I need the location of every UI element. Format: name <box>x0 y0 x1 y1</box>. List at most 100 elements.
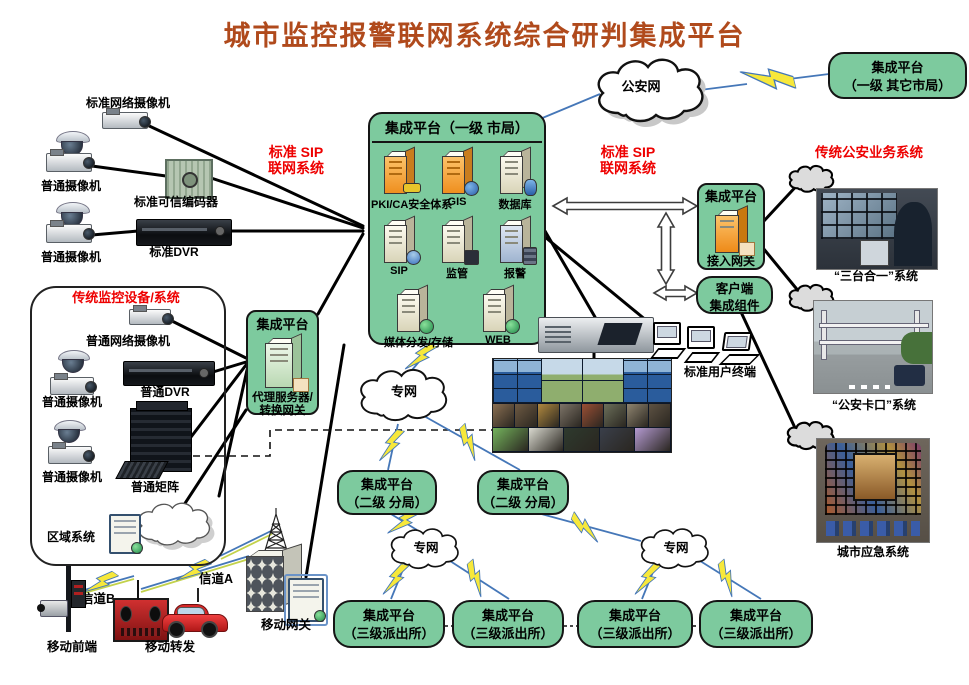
video-wall-top-band <box>493 359 671 403</box>
legacy-police-title: 传统公安业务系统 <box>815 145 923 160</box>
legacy-dome-icon-1 <box>58 350 90 373</box>
proxy-platform-title: 集成平台 <box>256 317 309 332</box>
police-net-label: 公安网 <box>621 79 661 94</box>
mobile-car-icon <box>162 588 228 638</box>
db-emblem-icon <box>524 179 537 196</box>
video-wall-bottom-band <box>493 427 671 451</box>
radio-tower-icon <box>263 508 289 555</box>
mobile-gateway-label: 移动网关 <box>260 618 311 632</box>
client-line1: 客户端 <box>715 282 754 296</box>
legacy-camera1-label: 普通摄像机 <box>41 395 102 409</box>
legacy-camera2-label: 普通摄像机 <box>41 470 102 484</box>
legacy-dvr-icon <box>123 361 215 386</box>
alarm-server-icon <box>498 215 537 265</box>
supervision-server-icon <box>440 215 479 265</box>
std-net-camera-label: 标准网络摄像机 <box>85 96 170 110</box>
server-label: 报警 <box>504 268 526 280</box>
sip-server-icon <box>382 215 421 265</box>
stack-emblem-icon <box>523 247 537 265</box>
key-emblem-icon <box>403 183 421 193</box>
mobile-gateway-server-icon <box>288 578 326 622</box>
private-net-label-3: 专网 <box>663 541 689 555</box>
globe2-emblem-icon <box>419 319 434 334</box>
pki-ca-server-icon <box>382 146 421 194</box>
video-wall-cell <box>599 427 636 451</box>
terminals-label: 标准用户终端 <box>683 365 756 379</box>
branch-platform-box-1: 集成平台 （二级 分局） <box>337 470 437 515</box>
black-connection-lines <box>90 122 804 579</box>
channel-b-label: 信道B <box>80 592 116 606</box>
video-wall <box>492 358 672 453</box>
mobile-relay-device-icon <box>113 580 169 642</box>
matrix-label: 普通矩阵 <box>130 480 179 494</box>
std-dvr-icon <box>136 219 232 246</box>
desktop-pc-icon-1 <box>649 322 687 359</box>
private-net-label-2: 专网 <box>413 541 439 555</box>
server-label: WEB <box>485 334 511 346</box>
region-system-label: 区域系统 <box>46 530 95 544</box>
peer-platform-sub: （一级 其它市局） <box>843 77 952 93</box>
legacy-devices-box <box>30 286 226 566</box>
photo1-label: “三台合一”系统 <box>833 269 918 283</box>
legacy-net-camera-icon <box>129 305 174 329</box>
server-label: 监管 <box>446 268 468 280</box>
peer-platform-box: 集成平台 （一级 其它市局） <box>828 52 967 99</box>
bolt-police-net <box>739 59 797 101</box>
sip-label-right: 标准 SIP 联网系统 <box>600 144 656 177</box>
sip-label-left: 标准 SIP 联网系统 <box>268 144 324 177</box>
media-server-icon: 媒体分发/存储 <box>384 284 454 350</box>
arrow-gateway-vertical <box>656 211 676 286</box>
sip-server-icon: SIP <box>371 215 427 277</box>
std-dvr-label: 标准DVR <box>149 245 199 259</box>
photo-checkpoint-system <box>813 300 933 394</box>
video-wall-cell <box>582 403 605 427</box>
mobile-gateway-building-icon <box>246 543 302 616</box>
photo2-label: “公安卡口”系统 <box>831 398 916 412</box>
mobile-frontend-label: 移动前端 <box>46 640 97 654</box>
proxy-sub-line2: 转换网关 <box>259 405 306 418</box>
desktop-pc-icon-2 <box>683 326 721 363</box>
encoder-icon <box>165 159 213 199</box>
box-camera-icon-2 <box>46 220 95 248</box>
access-gateway-server-icon <box>713 204 755 256</box>
globe-emblem-icon <box>464 181 479 196</box>
video-wall-cell <box>648 403 671 427</box>
server-label: 数据库 <box>498 199 532 211</box>
video-wall-middle-band <box>493 403 671 427</box>
gateway-platform-sub: 接入网关 <box>706 253 755 268</box>
station-platform-box-1: 集成平台 （三级派出所） <box>333 600 445 648</box>
city-platform-title: 集成平台（一级 市局） <box>372 118 542 143</box>
std-net-camera-icon <box>102 108 151 134</box>
legacy-box-camera-icon-1 <box>50 373 97 400</box>
video-wall-cell <box>493 427 529 451</box>
web-server-icon: WEB <box>470 284 526 346</box>
video-wall-cell <box>493 403 516 427</box>
legacy-box-camera-icon-2 <box>48 442 95 469</box>
proxy-platform-box: 集成平台 代理服务器/ 转换网关 <box>246 310 319 418</box>
server-label: 媒体分发/存储 <box>384 337 454 349</box>
server-row-2: SIP 监管 报警 <box>370 215 544 281</box>
monitor-emblem-icon <box>464 250 479 265</box>
legacy-net-camera-label: 普通网络摄像机 <box>85 334 170 348</box>
database-server-icon <box>498 146 537 196</box>
arrow-to-client <box>652 284 699 302</box>
video-wall-cell <box>528 427 565 451</box>
station-platform-box-4: 集成平台 （三级派出所） <box>699 600 813 648</box>
gis-server-icon <box>440 146 479 196</box>
photo-sanheyi-system <box>816 188 938 270</box>
video-wall-cell <box>559 403 582 427</box>
photo-emergency-system <box>816 438 930 543</box>
alarm-server-icon: 报警 <box>487 215 543 281</box>
decoder-device-icon <box>538 317 654 353</box>
private-net-label-1: 专网 <box>390 384 417 399</box>
globe2-emblem-icon <box>505 319 520 334</box>
branch-platform-box-2: 集成平台 （二级 分局） <box>477 470 569 515</box>
channel-a-label: 信道A <box>198 572 234 586</box>
box-camera-icon-1 <box>46 149 95 177</box>
video-wall-cell <box>515 403 538 427</box>
proxy-sub-line1: 代理服务器/ <box>252 391 313 404</box>
client-line2: 集成组件 <box>709 298 760 313</box>
peer-platform-title: 集成平台 <box>871 60 924 75</box>
database-server-icon: 数据库 <box>487 146 543 212</box>
